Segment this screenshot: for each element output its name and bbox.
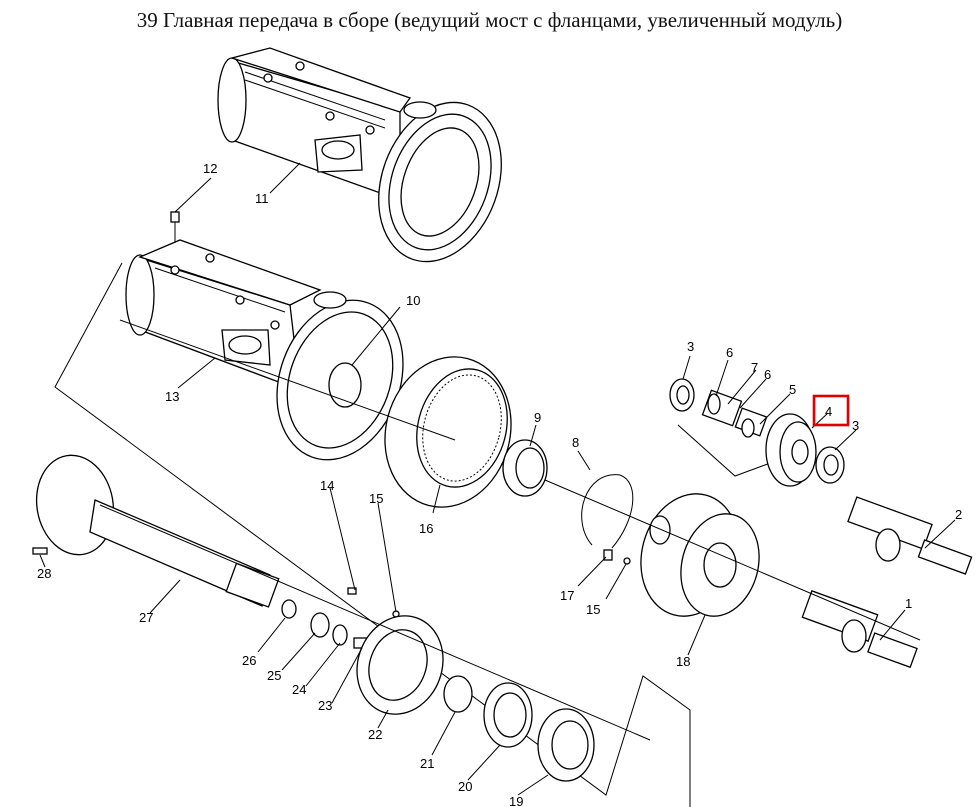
part-15-plug-carrier: [623, 557, 631, 565]
part-14-bolt: [347, 587, 357, 595]
callout-5[interactable]: 5: [789, 382, 796, 397]
callout-1[interactable]: 1: [905, 596, 912, 611]
callout-13[interactable]: 13: [165, 389, 179, 404]
callout-3-right[interactable]: 3: [852, 418, 859, 433]
callout-16[interactable]: 16: [419, 521, 433, 536]
part-24-lock-plate: [332, 624, 348, 646]
callout-9[interactable]: 9: [534, 410, 541, 425]
part-26-washer: [281, 599, 297, 619]
part-16-ring-gear: [384, 356, 512, 508]
callout-28[interactable]: 28: [37, 566, 51, 581]
part-5-sleeve: [734, 407, 768, 438]
callout-21[interactable]: 21: [420, 756, 434, 771]
part-9-bearing: [502, 439, 548, 497]
callout-2[interactable]: 2: [955, 507, 962, 522]
callout-6-bottom[interactable]: 6: [764, 367, 771, 382]
callout-19[interactable]: 19: [509, 794, 523, 807]
callout-12[interactable]: 12: [203, 161, 217, 176]
part-10-seal: [328, 362, 362, 408]
callout-7[interactable]: 7: [751, 360, 758, 375]
part-25-washer: [310, 612, 330, 638]
callout-23[interactable]: 23: [318, 698, 332, 713]
part-4-planet-gear: [765, 413, 817, 487]
callout-15-right[interactable]: 15: [586, 602, 600, 617]
callout-11[interactable]: 11: [255, 191, 269, 206]
callout-20[interactable]: 20: [458, 779, 472, 794]
callout-24[interactable]: 24: [292, 682, 306, 697]
leader-lines: [39, 162, 956, 796]
part-13-housing-lower: [125, 239, 404, 461]
callout-3-left[interactable]: 3: [687, 339, 694, 354]
callout-25[interactable]: 25: [267, 668, 281, 683]
callout-27[interactable]: 27: [139, 610, 153, 625]
part-19-bearing: [537, 708, 595, 782]
selected-callout-highlight: [812, 394, 850, 427]
callout-14[interactable]: 14: [320, 478, 334, 493]
callout-26[interactable]: 26: [242, 653, 256, 668]
callout-4[interactable]: 4: [825, 404, 832, 419]
part-18-planet-carrier: [640, 493, 760, 617]
part-21-oring: [443, 675, 473, 713]
callout-6-top[interactable]: 6: [726, 345, 733, 360]
callout-18[interactable]: 18: [676, 654, 690, 669]
part-1-sun-shaft: [801, 590, 918, 669]
part-17-bolt: [603, 549, 613, 561]
part-20-seal: [483, 682, 533, 748]
part-3-washer-right: [815, 446, 845, 484]
part-22-cover: [356, 615, 444, 715]
callout-15-left[interactable]: 15: [369, 491, 383, 506]
part-3-washer-left: [669, 378, 695, 412]
part-2-sun-shaft: [847, 496, 973, 575]
part-28-bolt: [32, 547, 48, 555]
callout-22[interactable]: 22: [368, 727, 382, 742]
diagram-title: 39 Главная передача в сборе (ведущий мос…: [136, 8, 843, 32]
callout-17[interactable]: 17: [560, 588, 574, 603]
part-27-axle-shaft: [35, 454, 280, 608]
assembly-outline: [54, 262, 691, 807]
part-11-housing-upper: [217, 47, 502, 263]
callout-8[interactable]: 8: [572, 435, 579, 450]
part-8-circlip: [581, 474, 634, 549]
callout-10[interactable]: 10: [406, 293, 420, 308]
part-6-pin: [701, 389, 743, 427]
